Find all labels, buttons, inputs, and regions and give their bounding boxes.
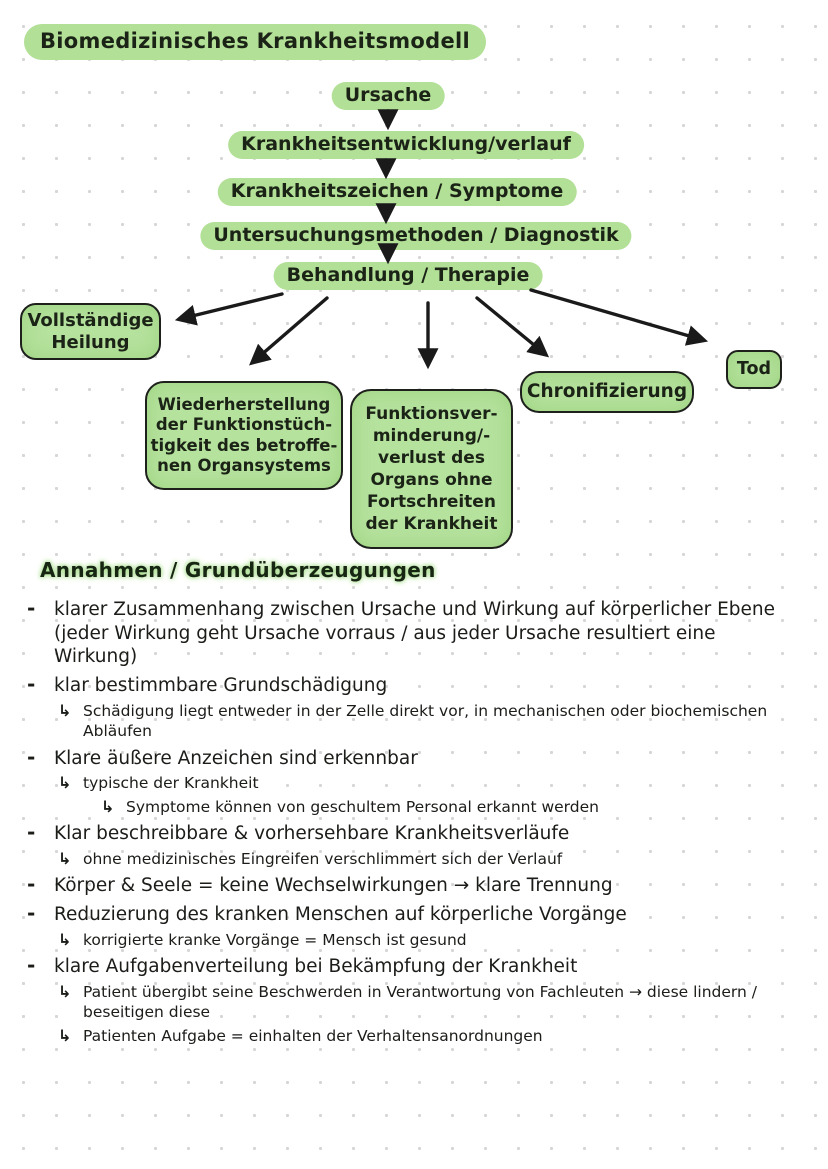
note-item-anzeichen: - Klare äußere Anzeichen sind erkennbar …: [24, 744, 806, 818]
note-text: klarer Zusammenhang zwischen Ursache und…: [54, 599, 776, 668]
note-sub-item: ↳ Schädigung liegt entweder in der Zelle…: [57, 701, 806, 742]
note-sub-item: ↳ korrigierte kranke Vorgänge = Mensch i…: [57, 930, 806, 950]
note-sub-text: korrigierte kranke Vorgänge = Mensch ist…: [83, 930, 467, 949]
note-text: klare Aufgabenverteilung bei Bekämpfung …: [54, 956, 578, 978]
outcome-chronifizierung: Chronifizierung: [520, 371, 694, 413]
note-sub-text: ohne medizinisches Eingreifen verschlimm…: [83, 849, 563, 868]
bullet-dash: -: [27, 872, 36, 897]
arrow-to-tod: [529, 288, 709, 346]
outcome-tod: Tod: [726, 350, 782, 389]
bullet-dash: -: [27, 744, 36, 769]
bullet-dash: -: [27, 672, 36, 697]
note-item-zusammenhang: - klarer Zusammenhang zwischen Ursache u…: [24, 596, 806, 669]
outcome-vollstaendige-heilung: Vollständige Heilung: [20, 303, 161, 360]
notes-section: Annahmen / Grundüberzeugungen - klarer Z…: [24, 558, 806, 1051]
outcome-funktionsverminderung: Funktionsver- minderung/- verlust des Or…: [350, 389, 513, 549]
flow-node-behandlung: Behandlung / Therapie: [273, 262, 543, 290]
note-text: Reduzierung des kranken Menschen auf kör…: [54, 903, 627, 925]
note-item-reduzierung: - Reduzierung des kranken Menschen auf k…: [24, 900, 806, 950]
note-sub-item: ↳ Patient übergibt seine Beschwerden in …: [57, 982, 806, 1023]
note-sub-item: ↳ typische der Krankheit: [57, 773, 806, 793]
arrow-to-wiederherstellung: [249, 296, 329, 366]
bullet-dash: -: [27, 820, 36, 845]
flow-node-krankheitszeichen: Krankheitszeichen / Symptome: [217, 178, 577, 206]
sub-arrow-glyph: ↳: [101, 796, 115, 816]
notes-heading: Annahmen / Grundüberzeugungen: [40, 558, 436, 582]
note-text: Körper & Seele = keine Wechselwirkungen …: [54, 875, 613, 897]
note-sub-text: Symptome können von geschultem Personal …: [126, 797, 599, 816]
note-item-krankheitsverlaeufe: - Klar beschreibbare & vorhersehbare Kra…: [24, 820, 806, 869]
note-item-grundschaedigung: - klar bestimmbare Grundschädigung ↳ Sch…: [24, 672, 806, 742]
sub-arrow-glyph: ↳: [58, 1025, 72, 1045]
sub-arrow-glyph: ↳: [58, 981, 72, 1001]
bullet-dash: -: [27, 953, 36, 978]
sub-arrow-glyph: ↳: [58, 848, 72, 868]
note-text: klar bestimmbare Grundschädigung: [54, 675, 388, 697]
note-item-koerper-seele: - Körper & Seele = keine Wechselwirkunge…: [24, 872, 806, 898]
note-text: Klare äußere Anzeichen sind erkennbar: [54, 747, 418, 769]
note-sub-item: ↳ Patienten Aufgabe = einhalten der Verh…: [57, 1026, 806, 1046]
sub-arrow-glyph: ↳: [58, 773, 72, 793]
note-sub-item: ↳ ohne medizinisches Eingreifen verschli…: [57, 849, 806, 869]
note-sub-item: ↳ Symptome können von geschultem Persona…: [100, 797, 766, 817]
note-text: Klar beschreibbare & vorhersehbare Krank…: [54, 823, 570, 845]
flow-node-ursache: Ursache: [331, 82, 445, 110]
note-sub-text: Patienten Aufgabe = einhalten der Verhal…: [83, 1026, 543, 1045]
note-sub-text: Patient übergibt seine Beschwerden in Ve…: [83, 982, 758, 1022]
note-sub-text: typische der Krankheit: [83, 774, 259, 793]
page-title: Biomedizinisches Krankheitsmodell: [24, 24, 487, 60]
sub-arrow-glyph: ↳: [58, 929, 72, 949]
note-sub-text: Schädigung liegt entweder in der Zelle d…: [83, 701, 768, 741]
flow-node-krankheitsentwicklung: Krankheitsentwicklung/verlauf: [228, 131, 584, 159]
bullet-dash: -: [27, 900, 36, 925]
outcome-wiederherstellung: Wiederherstellung der Funktionstüch- tig…: [145, 381, 343, 490]
bullet-dash: -: [27, 596, 36, 620]
arrow-to-heilung: [174, 292, 284, 326]
note-item-aufgabenverteilung: - klare Aufgabenverteilung bei Bekämpfun…: [24, 953, 806, 1046]
sub-arrow-glyph: ↳: [58, 700, 72, 720]
arrow-to-chronifizierung: [475, 296, 550, 358]
flow-node-untersuchungsmethoden: Untersuchungsmethoden / Diagnostik: [200, 222, 632, 250]
